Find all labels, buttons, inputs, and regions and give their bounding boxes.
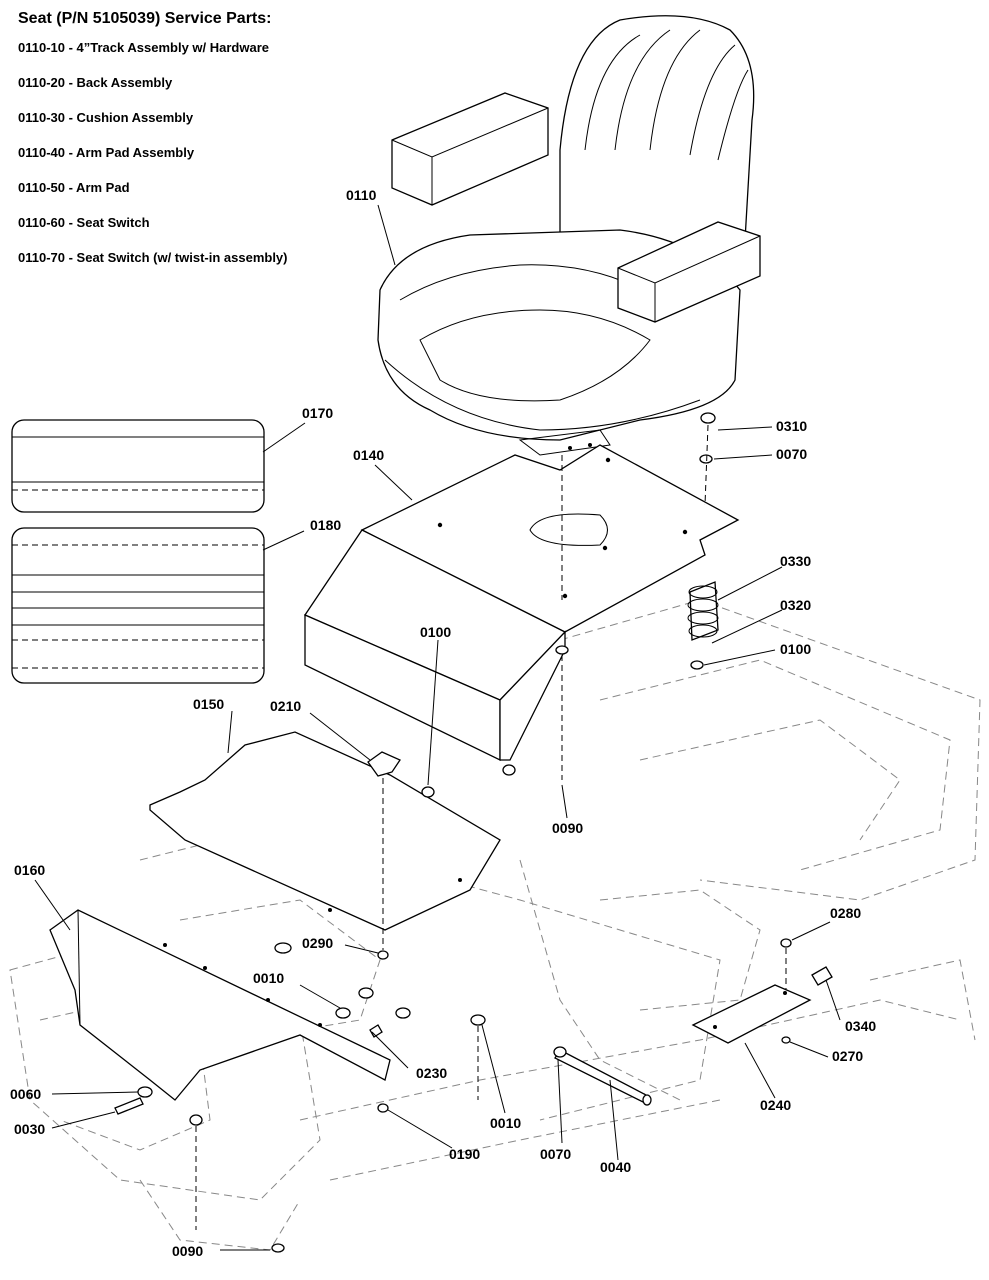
plate-0240: [691, 938, 833, 1044]
seat-assembly: [377, 15, 761, 456]
callout-0010-right: 0010: [490, 1115, 521, 1131]
service-part-item: 0110-60 - Seat Switch: [18, 215, 150, 230]
callout-0230: 0230: [416, 1065, 447, 1081]
decal-0170: [11, 419, 265, 513]
callout-0180: 0180: [310, 517, 341, 533]
callout-0140: 0140: [353, 447, 384, 463]
shaft-0040: [553, 1046, 652, 1106]
hardware-stack: [561, 412, 719, 670]
service-part-item: 0110-70 - Seat Switch (w/ twist-in assem…: [18, 250, 288, 265]
callout-0330: 0330: [780, 553, 811, 569]
callout-0060: 0060: [10, 1086, 41, 1102]
callout-0290: 0290: [302, 935, 333, 951]
callout-0100-right: 0100: [780, 641, 811, 657]
small-hardware: [114, 645, 569, 1253]
callout-0190: 0190: [449, 1146, 480, 1162]
callout-0090-upper: 0090: [552, 820, 583, 836]
leader-lines: [34, 204, 841, 1251]
knob-0210: [367, 751, 401, 950]
floor-pan-0150: [149, 731, 501, 931]
callout-0240: 0240: [760, 1097, 791, 1113]
callout-0320: 0320: [780, 597, 811, 613]
callout-0040: 0040: [600, 1159, 631, 1175]
callout-0010-left: 0010: [253, 970, 284, 986]
callout-0070-upper: 0070: [776, 446, 807, 462]
callout-0030: 0030: [14, 1121, 45, 1137]
service-part-item: 0110-20 - Back Assembly: [18, 75, 173, 90]
callout-0100-center: 0100: [420, 624, 451, 640]
callout-0310: 0310: [776, 418, 807, 434]
callout-0270: 0270: [832, 1048, 863, 1064]
seat-pan-0140: [304, 444, 740, 762]
callout-0070-lower: 0070: [540, 1146, 571, 1162]
callout-0340: 0340: [845, 1018, 876, 1034]
callout-0170: 0170: [302, 405, 333, 421]
callout-0090-lower: 0090: [172, 1243, 203, 1259]
decal-0180: [11, 527, 265, 684]
service-part-item: 0110-50 - Arm Pad: [18, 180, 130, 195]
service-part-item: 0110-10 - 4”Track Assembly w/ Hardware: [18, 40, 269, 55]
callout-0160: 0160: [14, 862, 45, 878]
callout-0110: 0110: [346, 187, 377, 203]
service-part-item: 0110-40 - Arm Pad Assembly: [18, 145, 195, 160]
service-part-item: 0110-30 - Cushion Assembly: [18, 110, 194, 125]
callout-0280: 0280: [830, 905, 861, 921]
callout-0150: 0150: [193, 696, 224, 712]
callout-0210: 0210: [270, 698, 301, 714]
bracket-0160: [49, 909, 391, 1101]
service-parts-header: Seat (P/N 5105039) Service Parts: 0110-1…: [18, 10, 287, 285]
header-title: Seat (P/N 5105039) Service Parts:: [18, 10, 272, 27]
